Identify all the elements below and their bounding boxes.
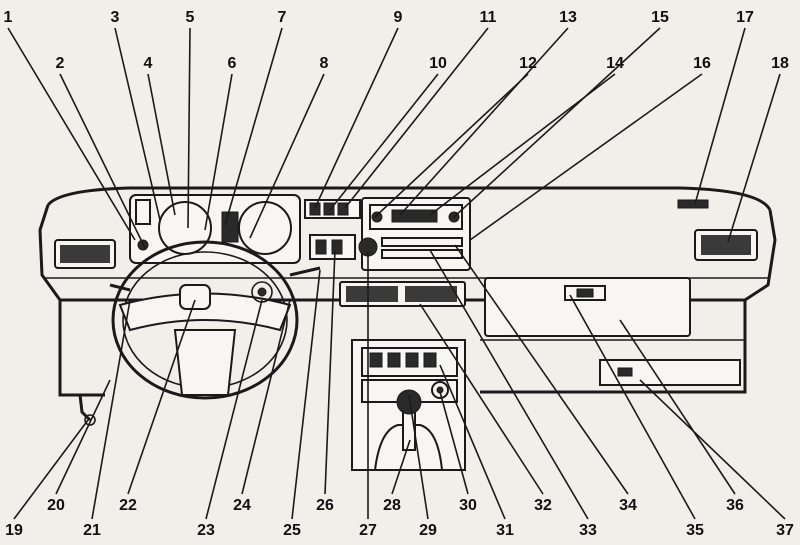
leader-line-4: [147, 73, 176, 216]
leader-line-28: [391, 439, 411, 495]
leader-line-6: [204, 73, 233, 231]
leader-line-17: [694, 27, 746, 205]
leader-line-29: [408, 394, 429, 520]
leader-line-5: [187, 27, 191, 229]
leader-line-15: [453, 27, 661, 218]
pedal: [78, 394, 92, 422]
leader-lines: [7, 27, 786, 520]
callout-number-28: 28: [383, 497, 401, 514]
callout-number-17: 17: [736, 9, 754, 26]
callout-number-22: 22: [119, 497, 137, 514]
callout-number-19: 19: [5, 522, 23, 539]
callout-number-26: 26: [316, 497, 334, 514]
callout-number-31: 31: [496, 522, 514, 539]
parcel-tray: [599, 359, 741, 386]
windscreen-vent: [677, 199, 709, 209]
callout-number-2: 2: [56, 55, 65, 72]
leader-line-24: [241, 299, 291, 495]
callout-number-23: 23: [197, 522, 215, 539]
leader-line-21: [91, 299, 131, 520]
leader-line-2: [59, 73, 146, 249]
callout-number-1: 1: [4, 9, 13, 26]
callout-number-5: 5: [186, 9, 195, 26]
indicator-stalk: [289, 266, 321, 277]
callout-number-30: 30: [459, 497, 477, 514]
leader-line-33: [429, 249, 589, 520]
callout-number-36: 36: [726, 497, 744, 514]
leader-line-37: [639, 379, 786, 520]
leader-line-19: [13, 419, 89, 520]
callout-number-37: 37: [776, 522, 794, 539]
switch-panel: [304, 199, 361, 260]
callout-number-9: 9: [394, 9, 403, 26]
callout-number-8: 8: [320, 55, 329, 72]
callout-labels: 1234567891011121314151617181920212223242…: [4, 9, 794, 539]
callout-number-4: 4: [144, 55, 153, 72]
leader-line-8: [249, 73, 325, 239]
leader-line-30: [439, 391, 469, 495]
callout-number-3: 3: [111, 9, 120, 26]
leader-line-13: [399, 27, 569, 216]
steering-wheel: [111, 240, 299, 400]
callout-number-25: 25: [283, 522, 301, 539]
leader-line-12: [374, 73, 529, 218]
leader-line-9: [314, 27, 399, 209]
callout-number-29: 29: [419, 522, 437, 539]
leader-line-1: [7, 27, 136, 241]
callout-number-16: 16: [693, 55, 711, 72]
leader-line-3: [114, 27, 161, 221]
leader-line-35: [569, 294, 696, 520]
callout-number-14: 14: [606, 55, 624, 72]
callout-number-33: 33: [579, 522, 597, 539]
leader-line-18: [727, 73, 781, 243]
right-air-vent: [694, 229, 758, 261]
leader-line-26: [324, 249, 336, 495]
callout-number-32: 32: [534, 497, 552, 514]
wiper-stalk: [109, 283, 131, 292]
leader-line-36: [619, 319, 736, 495]
glove-box: [484, 277, 691, 337]
callout-number-12: 12: [519, 55, 537, 72]
leader-line-31: [439, 364, 506, 520]
leader-line-34: [454, 244, 629, 495]
leader-line-10: [329, 73, 439, 211]
callout-number-20: 20: [47, 497, 65, 514]
instrument-cluster: [129, 194, 301, 264]
centre-console: [351, 339, 466, 471]
leader-line-32: [419, 303, 544, 495]
callout-number-21: 21: [83, 522, 101, 539]
callout-number-18: 18: [771, 55, 789, 72]
callout-number-13: 13: [559, 9, 577, 26]
callout-number-24: 24: [233, 497, 251, 514]
callout-number-10: 10: [429, 55, 447, 72]
callout-number-15: 15: [651, 9, 669, 26]
centre-vents: [339, 281, 466, 307]
callout-number-7: 7: [278, 9, 287, 26]
callout-number-11: 11: [480, 9, 497, 26]
leader-line-7: [224, 27, 283, 226]
leader-line-22: [127, 299, 196, 495]
callout-number-34: 34: [619, 497, 637, 514]
radio-heater-panel: [358, 197, 471, 271]
callout-number-27: 27: [359, 522, 377, 539]
leader-line-23: [205, 299, 263, 520]
leader-line-20: [55, 379, 111, 495]
callout-number-35: 35: [686, 522, 704, 539]
leader-line-16: [469, 73, 703, 241]
callout-number-6: 6: [228, 55, 237, 72]
leader-line-25: [291, 269, 321, 520]
left-air-vent: [54, 239, 116, 269]
leader-line-11: [344, 27, 489, 209]
